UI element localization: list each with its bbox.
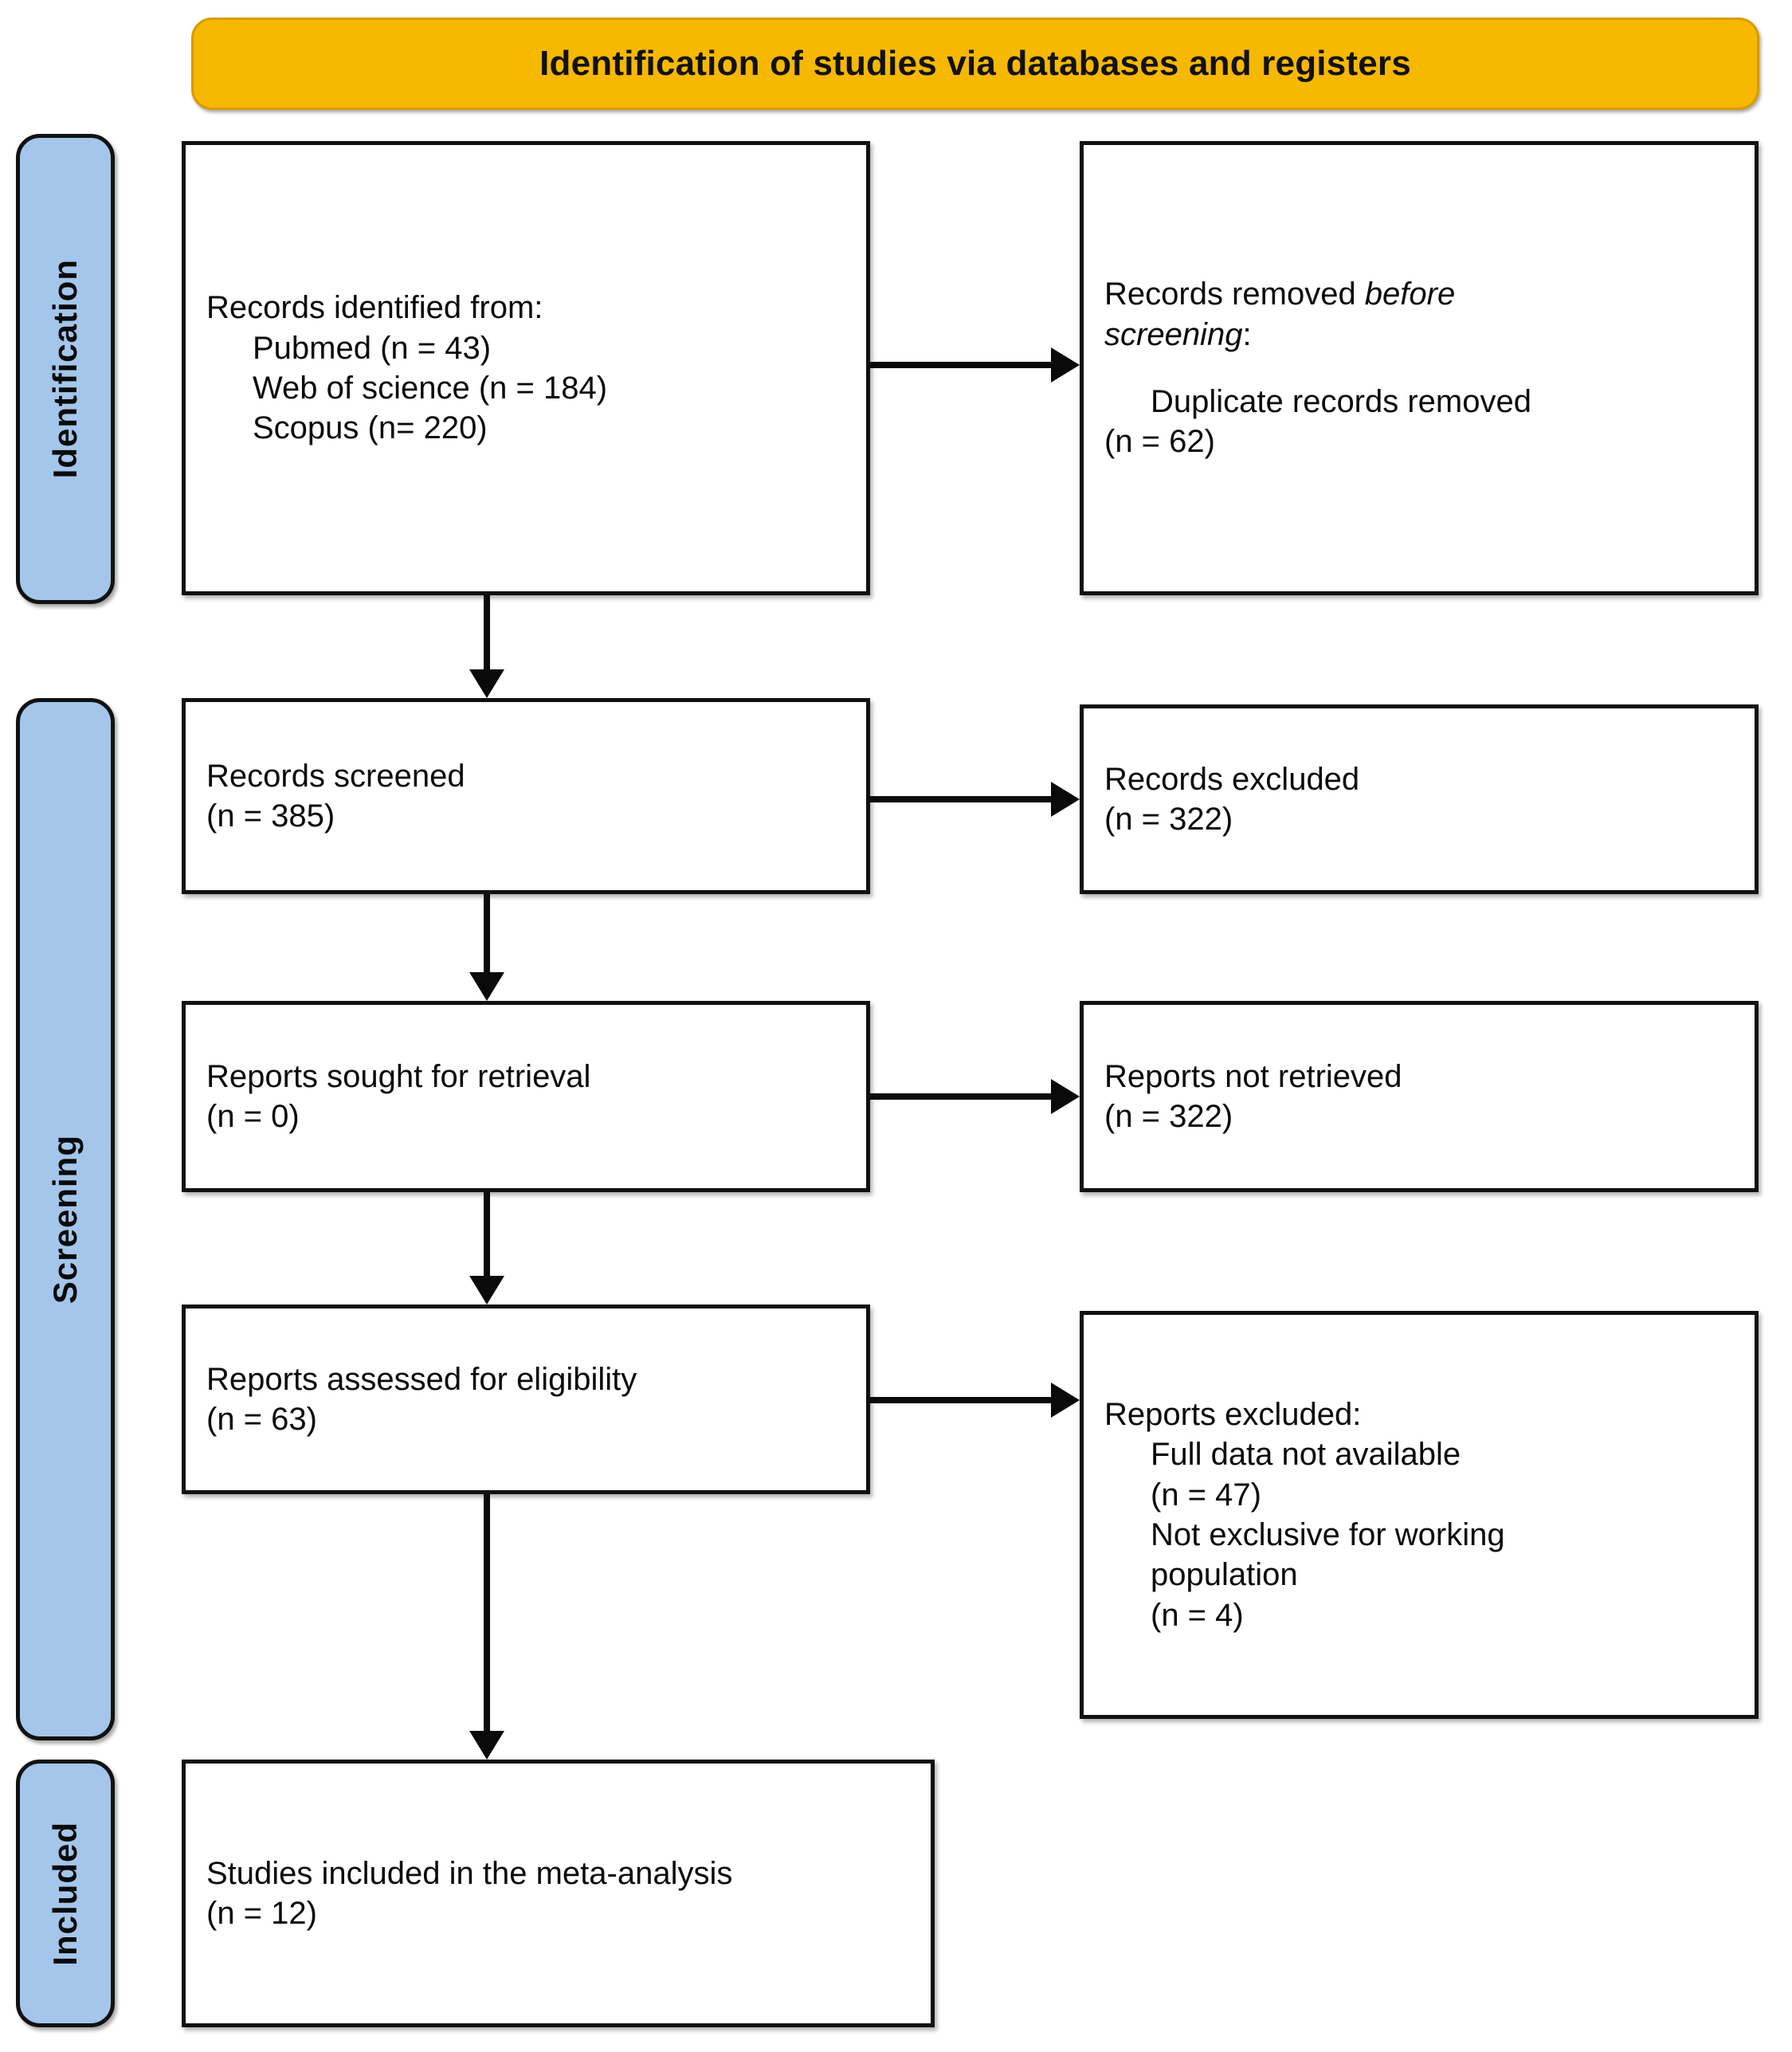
records-removed-italic-screening: screening	[1104, 316, 1243, 352]
stage-label-included-text: Included	[46, 1821, 84, 1966]
duplicate-records-removed-label: Duplicate records removed	[1151, 384, 1531, 419]
reports-excluded-reason-2-cont: population	[1151, 1557, 1298, 1593]
reports-not-retrieved-label: Reports not retrieved	[1104, 1058, 1402, 1094]
studies-included-label: Studies included in the meta-analysis	[206, 1855, 733, 1891]
reports-not-retrieved-count: (n = 322)	[1104, 1099, 1233, 1134]
stage-label-identification-text: Identification	[46, 259, 84, 479]
box-records-screened: Records screened (n = 385)	[182, 698, 870, 894]
arrow-head	[1051, 782, 1080, 817]
stage-label-identification: Identification	[16, 134, 115, 604]
records-removed-title-line1: Records removed before	[1104, 274, 1734, 314]
reports-excluded-reason-1: Full data not available	[1151, 1437, 1461, 1473]
reports-excluded-reason-2: Not exclusive for working	[1151, 1517, 1505, 1552]
records-identified-source-pubmed: Pubmed (n = 43)	[253, 330, 492, 366]
reports-excluded-title: Reports excluded:	[1104, 1396, 1362, 1432]
reports-excluded-reason-2-count: (n = 4)	[1151, 1597, 1244, 1633]
diagram-title: Identification of studies via databases …	[539, 44, 1411, 83]
box-records-identified: Records identified from: Pubmed (n = 43)…	[182, 141, 870, 595]
box-records-excluded: Records excluded (n = 322)	[1080, 704, 1759, 894]
records-excluded-count: (n = 322)	[1104, 802, 1233, 837]
studies-included-count: (n = 12)	[206, 1896, 317, 1931]
records-removed-lead: Records removed	[1104, 277, 1365, 312]
records-removed-title-line2: screening:	[1104, 315, 1734, 355]
records-removed-colon: :	[1242, 316, 1252, 352]
arrow-shaft	[484, 595, 490, 669]
records-excluded-label: Records excluded	[1104, 761, 1360, 797]
arrow-shaft	[870, 1397, 1051, 1403]
reports-sought-count: (n = 0)	[206, 1099, 300, 1134]
reports-excluded-reason-1-count: (n = 47)	[1151, 1477, 1261, 1513]
records-removed-spacer	[1104, 355, 1734, 382]
reports-assessed-count: (n = 63)	[206, 1402, 317, 1437]
records-identified-title: Records identified from:	[206, 290, 543, 326]
records-removed-italic-before: before	[1364, 277, 1456, 312]
box-studies-included: Studies included in the meta-analysis (n…	[182, 1760, 935, 2027]
arrow-head	[1051, 347, 1080, 383]
stage-label-included: Included	[16, 1760, 115, 2027]
records-screened-label: Records screened	[206, 758, 465, 794]
stage-label-screening-text: Screening	[46, 1134, 84, 1305]
arrow-shaft	[484, 1192, 490, 1276]
arrow-shaft	[870, 362, 1051, 368]
duplicate-records-removed-count: (n = 62)	[1104, 424, 1215, 460]
stage-label-screening: Screening	[16, 698, 115, 1740]
arrow-shaft	[870, 796, 1051, 802]
arrow-head	[469, 1731, 504, 1760]
box-reports-assessed-for-eligibility: Reports assessed for eligibility (n = 63…	[182, 1305, 870, 1494]
box-reports-not-retrieved: Reports not retrieved (n = 322)	[1080, 1001, 1759, 1192]
arrow-shaft	[484, 1494, 490, 1731]
reports-assessed-label: Reports assessed for eligibility	[206, 1361, 637, 1397]
arrow-head	[1051, 1383, 1080, 1418]
records-identified-source-scopus: Scopus (n= 220)	[253, 410, 488, 446]
box-records-removed-before-screening: Records removed before screening: Duplic…	[1080, 141, 1759, 595]
arrow-head	[1051, 1079, 1080, 1114]
arrow-shaft	[484, 894, 490, 972]
box-reports-sought-for-retrieval: Reports sought for retrieval (n = 0)	[182, 1001, 870, 1192]
records-identified-source-wos: Web of science (n = 184)	[253, 371, 608, 406]
box-reports-excluded-reasons: Reports excluded: Full data not availabl…	[1080, 1311, 1759, 1719]
arrow-head	[469, 972, 504, 1001]
arrow-shaft	[870, 1093, 1051, 1100]
reports-sought-label: Reports sought for retrieval	[206, 1058, 591, 1094]
diagram-header-banner: Identification of studies via databases …	[191, 18, 1759, 110]
arrow-head	[469, 669, 504, 698]
arrow-head	[469, 1276, 504, 1305]
records-screened-count: (n = 385)	[206, 798, 335, 834]
